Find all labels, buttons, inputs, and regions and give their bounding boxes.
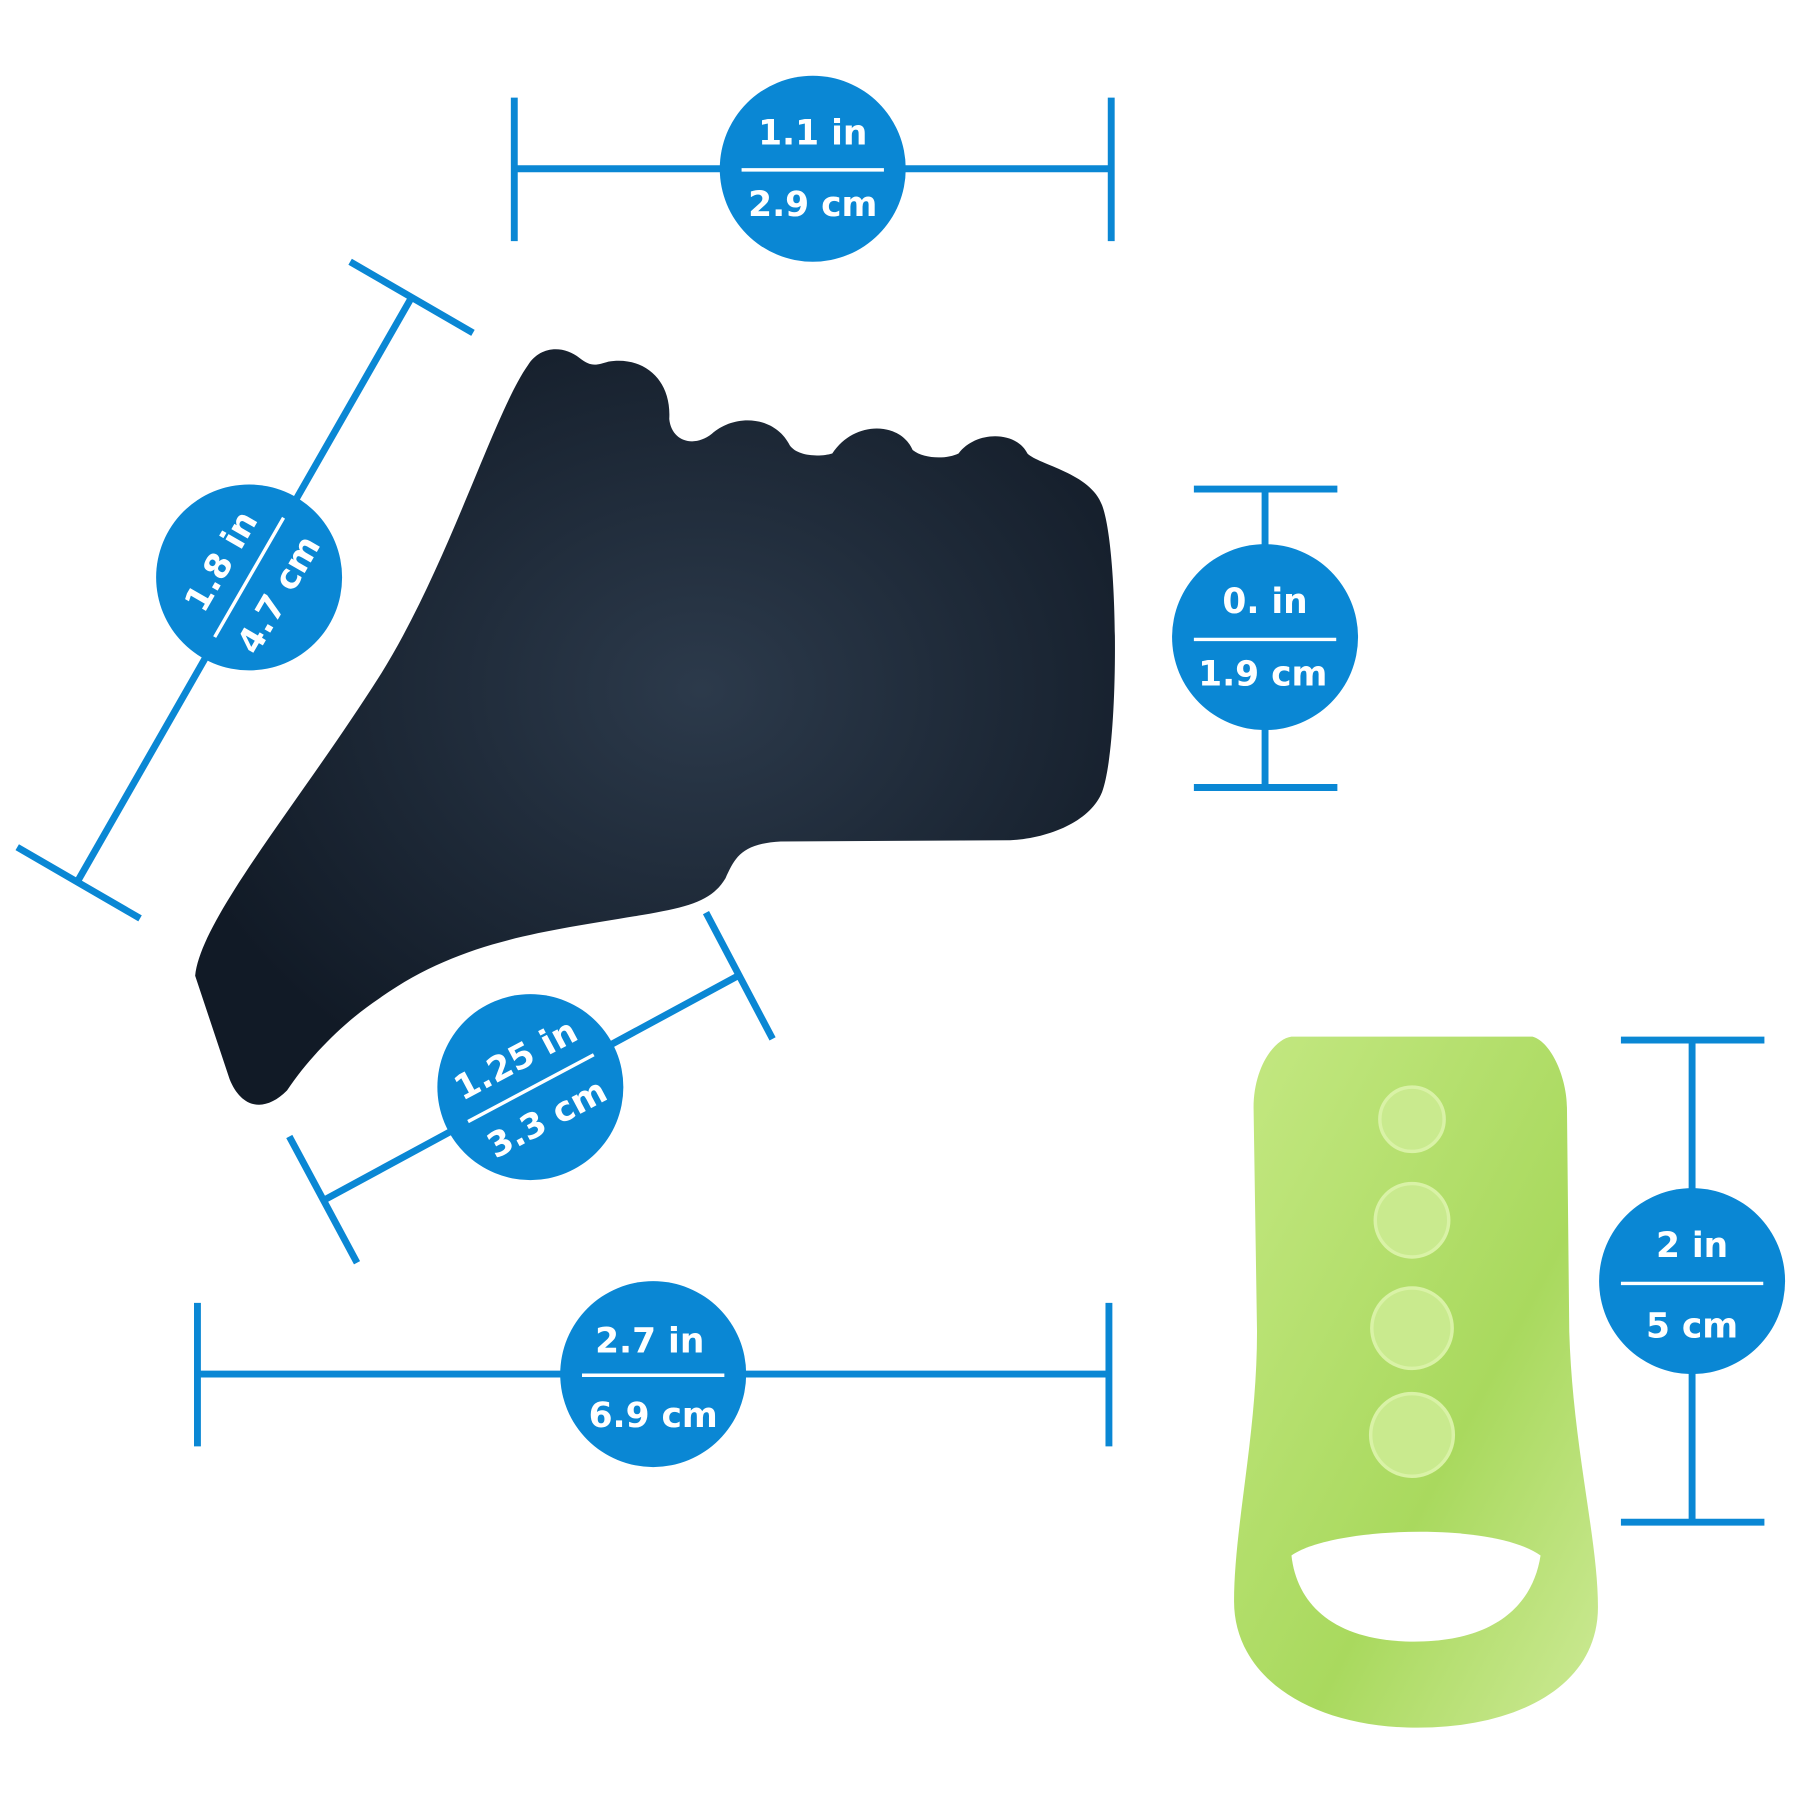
green-ring-product	[1234, 1036, 1598, 1728]
dimension-top-width: 1.1 in 2.9 cm	[510, 75, 1115, 262]
dimension-diagonal-length: 1.8 in 4.7 cm	[15, 258, 475, 922]
dimension-inches: 1.1 in	[758, 114, 867, 154]
dimension-centimeters: 2.9 cm	[748, 185, 877, 225]
dimension-base-width: 1.25 in 3.3 cm	[286, 911, 776, 1265]
dimension-inches: 0. in	[1222, 582, 1307, 622]
dimension-centimeters: 1.9 cm	[1198, 654, 1327, 694]
dimension-inches: 2.7 in	[595, 1321, 704, 1361]
dimension-total-length: 2.7 in 6.9 cm	[194, 1281, 1113, 1468]
dimension-inches: 2 in	[1656, 1226, 1728, 1266]
dimension-ring-height: 2 in 5 cm	[1599, 1036, 1786, 1526]
dark-finger-sleeve-product	[195, 349, 1115, 1105]
dimension-centimeters: 6.9 cm	[589, 1396, 718, 1436]
dimension-right-height: 0. in 1.9 cm	[1172, 485, 1359, 791]
dimension-centimeters: 5 cm	[1646, 1306, 1738, 1346]
texture-dots	[1368, 1085, 1456, 1478]
